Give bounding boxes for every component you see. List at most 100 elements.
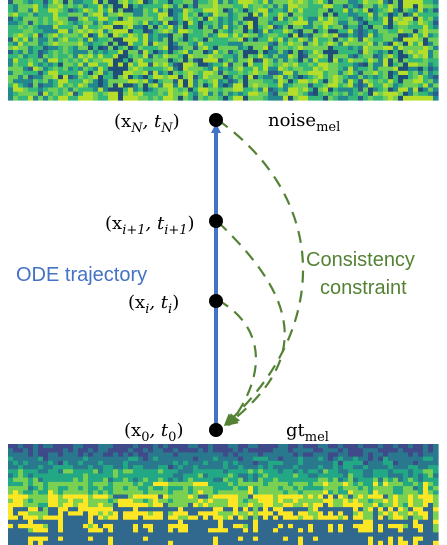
spectrogram-cell [123, 448, 129, 454]
spectrogram-cell [218, 50, 224, 55]
spectrogram-cell [288, 95, 294, 101]
spectrogram-cell [348, 469, 354, 475]
spectrogram-cell [343, 12, 349, 18]
spectrogram-cell [353, 502, 359, 508]
spectrogram-cell [133, 536, 139, 542]
spectrogram-cell [58, 540, 64, 545]
spectrogram-cell [353, 519, 359, 525]
spectrogram-cell [178, 444, 184, 449]
spectrogram-cell [88, 41, 94, 47]
spectrogram-cell [253, 20, 259, 26]
spectrogram-cell [273, 12, 279, 18]
spectrogram-cell [198, 50, 204, 55]
spectrogram-cell [383, 490, 389, 496]
spectrogram-cell [143, 8, 149, 14]
spectrogram-cell [138, 519, 144, 525]
spectrogram-cell [243, 79, 249, 84]
spectrogram-cell [198, 444, 204, 449]
spectrogram-cell [38, 58, 44, 64]
spectrogram-cell [208, 523, 214, 529]
spectrogram-cell [73, 494, 79, 500]
spectrogram-cell [23, 498, 29, 504]
spectrogram-cell [93, 62, 99, 68]
spectrogram-cell [378, 498, 384, 504]
spectrogram-cell [58, 473, 64, 479]
spectrogram-cell [108, 75, 114, 80]
spectrogram-cell [33, 66, 39, 72]
spectrogram-cell [193, 448, 199, 454]
spectrogram-cell [433, 540, 439, 545]
noise-spectrogram-image [8, 0, 439, 101]
spectrogram-cell [43, 460, 49, 466]
spectrogram-cell [303, 469, 309, 475]
spectrogram-cell [138, 528, 144, 533]
spectrogram-cell [343, 0, 349, 5]
spectrogram-cell [218, 25, 224, 30]
spectrogram-cell [413, 95, 419, 101]
spectrogram-cell [403, 523, 409, 529]
spectrogram-cell [298, 486, 304, 491]
spectrogram-cell [248, 481, 254, 487]
spectrogram-cell [33, 4, 39, 9]
spectrogram-cell [408, 452, 414, 458]
spectrogram-cell [123, 58, 129, 64]
spectrogram-cell [178, 41, 184, 47]
spectrogram-cell [343, 460, 349, 466]
spectrogram-cell [323, 511, 329, 517]
spectrogram-cell [213, 91, 219, 97]
spectrogram-cell [148, 29, 154, 34]
spectrogram-cell [373, 87, 379, 93]
spectrogram-cell [38, 469, 44, 475]
spectrogram-cell [318, 473, 324, 479]
spectrogram-cell [333, 523, 339, 529]
spectrogram-cell [173, 33, 179, 39]
spectrogram-cell [173, 12, 179, 18]
spectrogram-cell [78, 477, 84, 483]
spectrogram-cell [293, 523, 299, 529]
spectrogram-cell [33, 29, 39, 34]
spectrogram-cell [43, 494, 49, 500]
spectrogram-cell [253, 481, 259, 487]
spectrogram-cell [378, 83, 384, 89]
spectrogram-cell [418, 523, 424, 529]
spectrogram-cell [363, 37, 369, 43]
spectrogram-cell [63, 523, 69, 529]
spectrogram-cell [308, 532, 314, 538]
spectrogram-cell [368, 494, 374, 500]
spectrogram-cell [208, 33, 214, 39]
spectrogram-cell [433, 16, 439, 22]
spectrogram-cell [308, 37, 314, 43]
spectrogram-cell [33, 473, 39, 479]
spectrogram-cell [283, 66, 289, 72]
spectrogram-cell [128, 511, 134, 517]
spectrogram-cell [238, 448, 244, 454]
spectrogram-cell [63, 79, 69, 84]
spectrogram-cell [78, 91, 84, 97]
spectrogram-cell [228, 25, 234, 30]
spectrogram-cell [303, 515, 309, 521]
spectrogram-cell [243, 16, 249, 22]
spectrogram-cell [58, 507, 64, 512]
spectrogram-cell [268, 45, 274, 51]
spectrogram-cell [258, 37, 264, 43]
spectrogram-cell [303, 465, 309, 470]
spectrogram-cell [388, 50, 394, 55]
spectrogram-cell [68, 25, 74, 30]
spectrogram-cell [78, 469, 84, 475]
spectrogram-cell [288, 477, 294, 483]
spectrogram-cell [168, 486, 174, 491]
spectrogram-cell [338, 465, 344, 470]
spectrogram-cell [193, 444, 199, 449]
spectrogram-cell [98, 456, 104, 462]
spectrogram-cell [433, 460, 439, 466]
spectrogram-cell [148, 528, 154, 533]
spectrogram-cell [283, 41, 289, 47]
spectrogram-cell [173, 29, 179, 34]
spectrogram-cell [168, 465, 174, 470]
spectrogram-cell [343, 70, 349, 76]
spectrogram-cell [283, 25, 289, 30]
spectrogram-cell [238, 95, 244, 101]
spectrogram-cell [88, 16, 94, 22]
spectrogram-cell [123, 515, 129, 521]
spectrogram-cell [148, 79, 154, 84]
